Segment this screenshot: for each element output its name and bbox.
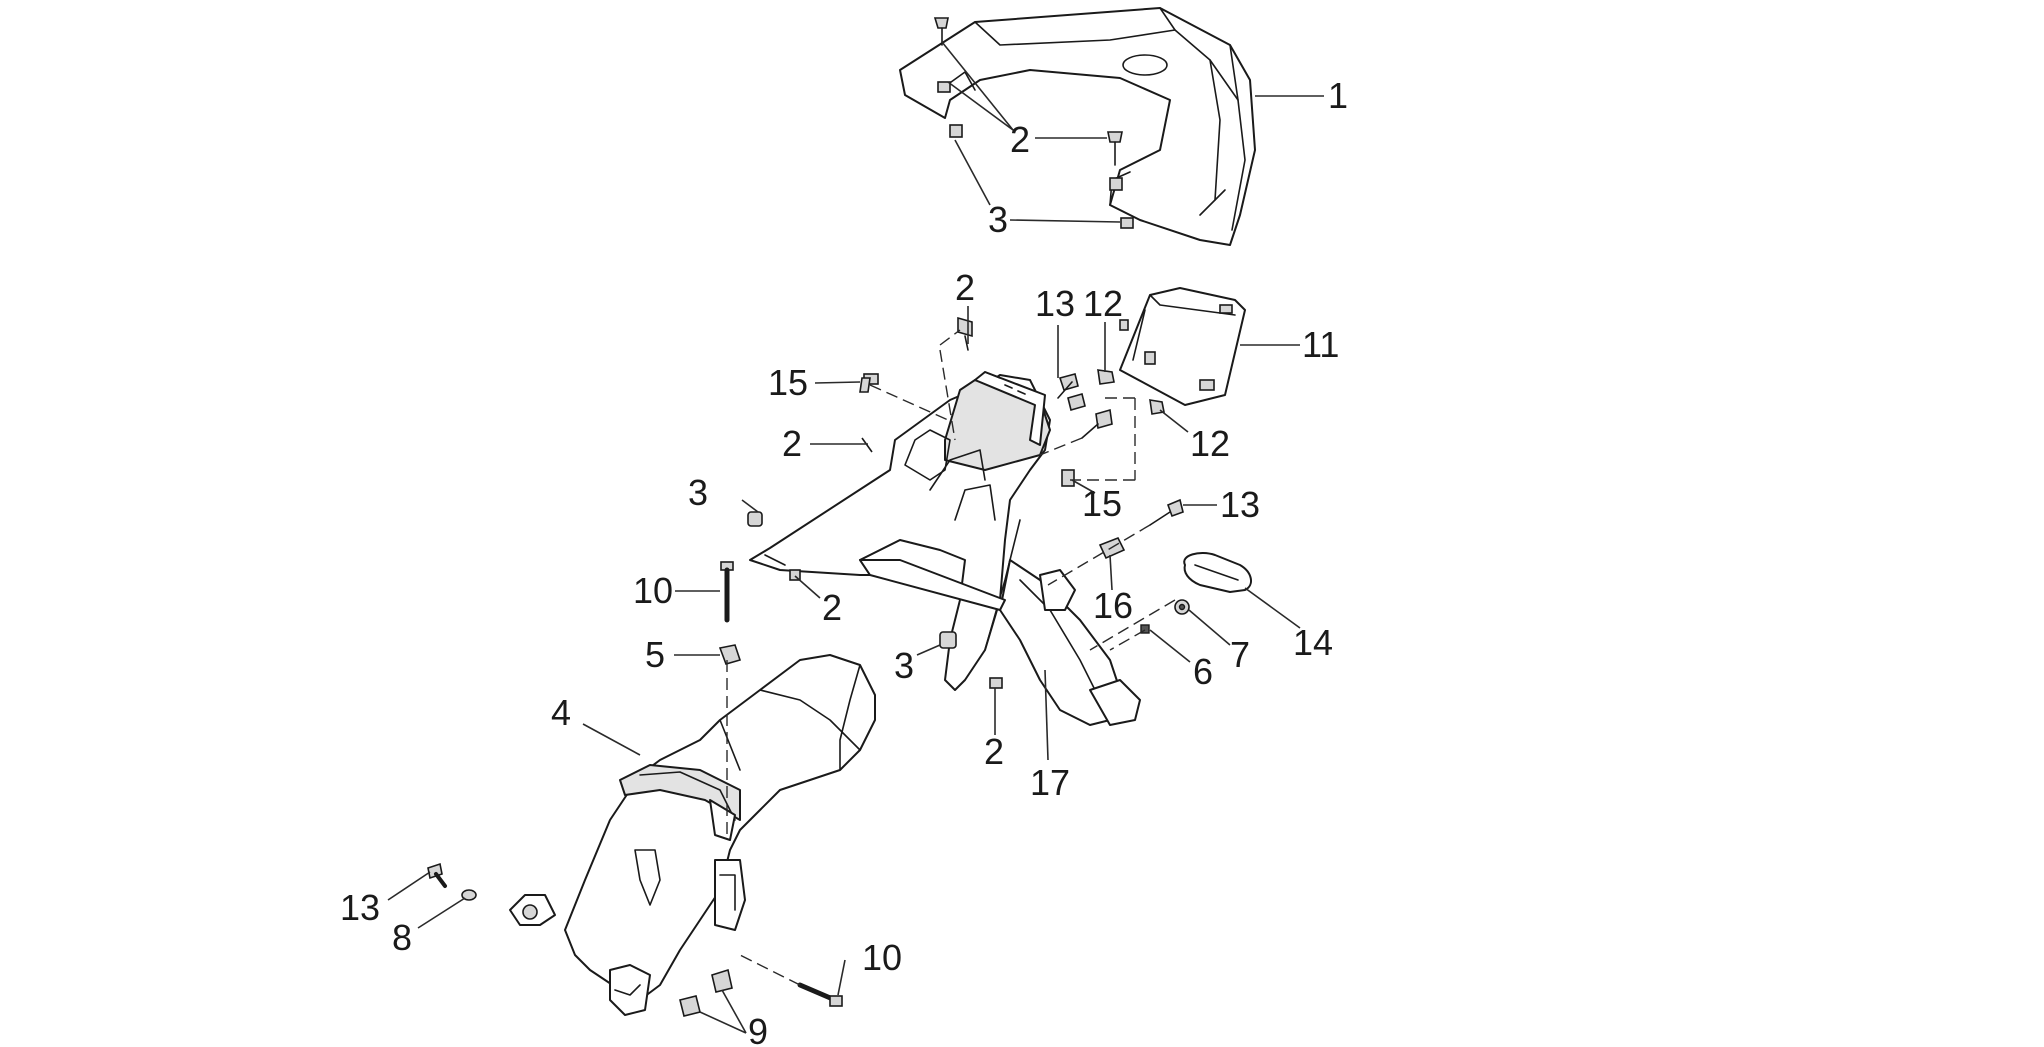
callout-9: 9 bbox=[748, 1011, 768, 1047]
callout-2: 2 bbox=[822, 587, 842, 628]
callout-13: 13 bbox=[1220, 484, 1260, 525]
callout-15: 15 bbox=[1082, 483, 1122, 524]
callout-3: 3 bbox=[988, 199, 1008, 240]
callout-3: 3 bbox=[894, 645, 914, 686]
callout-13: 13 bbox=[340, 887, 380, 928]
callout-14: 14 bbox=[1293, 622, 1333, 663]
callout-17: 17 bbox=[1030, 762, 1070, 803]
callout-2: 2 bbox=[955, 267, 975, 308]
part-rear-frame bbox=[749, 371, 1141, 726]
part-reflector bbox=[1183, 552, 1252, 593]
callout-6: 6 bbox=[1193, 651, 1213, 692]
callout-8: 8 bbox=[392, 917, 412, 958]
callout-11: 11 bbox=[1302, 324, 1339, 365]
callout-1: 1 bbox=[1328, 75, 1348, 116]
callout-numbers: 1 2 3 2 13 12 11 15 2 12 3 15 13 10 2 16… bbox=[340, 75, 1348, 1047]
callout-16: 16 bbox=[1093, 585, 1133, 626]
callout-13: 13 bbox=[1035, 283, 1075, 324]
callout-2: 2 bbox=[1010, 119, 1030, 160]
assembly-dashed-lines bbox=[726, 329, 1176, 986]
callout-2: 2 bbox=[782, 423, 802, 464]
part-cover-plate bbox=[1119, 287, 1246, 406]
callout-10: 10 bbox=[633, 570, 673, 611]
part-rear-mudguard bbox=[509, 654, 876, 1016]
callout-leader-lines bbox=[387, 41, 1324, 1034]
callout-7: 7 bbox=[1230, 634, 1250, 675]
callout-3: 3 bbox=[688, 472, 708, 513]
part-rear-top-cover bbox=[899, 7, 1256, 246]
callout-15: 15 bbox=[768, 362, 808, 403]
callout-12: 12 bbox=[1083, 283, 1123, 324]
callout-10: 10 bbox=[862, 937, 902, 978]
callout-12: 12 bbox=[1190, 423, 1230, 464]
hardware-fasteners bbox=[427, 17, 1190, 1017]
callout-2: 2 bbox=[984, 731, 1004, 772]
callout-5: 5 bbox=[645, 634, 665, 675]
callout-4: 4 bbox=[551, 692, 571, 733]
